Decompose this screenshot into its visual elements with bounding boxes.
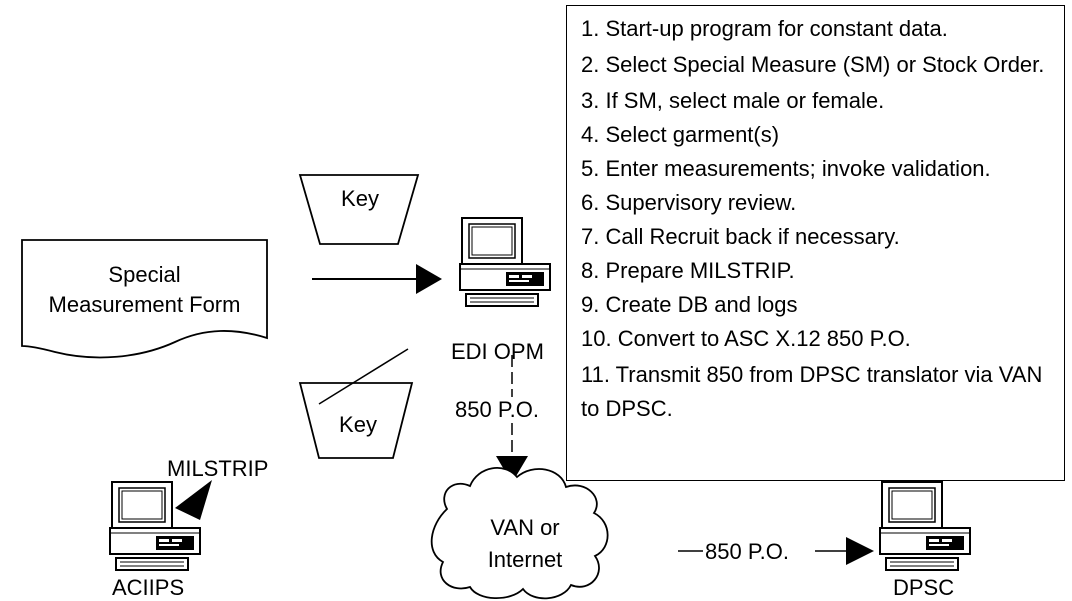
key-bottom-shape [298,382,414,459]
milstrip-label: MILSTRIP [167,456,269,481]
key-top-label: Key [341,186,379,211]
form-document-shape [21,239,268,359]
van-label-line1: VAN or [490,515,560,540]
step-item: 10. Convert to ASC X.12 850 P.O. [581,326,911,351]
step-item: 8. Prepare MILSTRIP. [581,258,795,283]
step-item: 6. Supervisory review. [581,190,797,215]
van-label-line2: Internet [487,547,563,572]
opm-to-van-label: 850 P.O. [453,397,541,423]
aciips-computer-icon [109,481,201,571]
edi-opm-label: EDI OPM [451,339,544,364]
cloud-shape [430,467,609,600]
key-top-shape [298,174,420,245]
form-label-line1: Special [108,262,181,287]
aciips-label: ACIIPS [112,575,185,600]
step-item: 7. Call Recruit back if necessary. [581,224,900,249]
dpsc-label: DPSC [893,575,955,600]
step-item: 3. If SM, select male or female. [581,88,885,113]
step-item: 11. Transmit 850 from DPSC translator vi… [581,362,1043,421]
dpsc-computer-icon [879,481,971,571]
step-item: 1. Start-up program for constant data. [581,16,948,41]
form-label-line2: Measurement Form [48,292,241,317]
step-item: 2. Select Special Measure (SM) or Stock … [581,52,1045,77]
opm-to-van-arrowhead [496,456,528,483]
steps-box: 1. Start-up program for constant data. 2… [566,5,1065,481]
edi-opm-computer-icon [459,217,551,307]
step-item: 4. Select garment(s) [581,122,780,147]
step-item: 5. Enter measurements; invoke validation… [581,156,991,181]
steps-list: 1. Start-up program for constant data. 2… [567,6,1064,426]
milstrip-arrowhead [175,480,212,520]
van-to-dpsc-arrowhead [846,537,874,565]
step-item: 9. Create DB and logs [581,292,798,317]
form-to-opm-arrowhead [416,264,442,294]
van-to-dpsc-label: 850 P.O. [705,539,789,564]
key-bottom-label: Key [339,412,377,437]
key-connector-line [318,348,409,405]
